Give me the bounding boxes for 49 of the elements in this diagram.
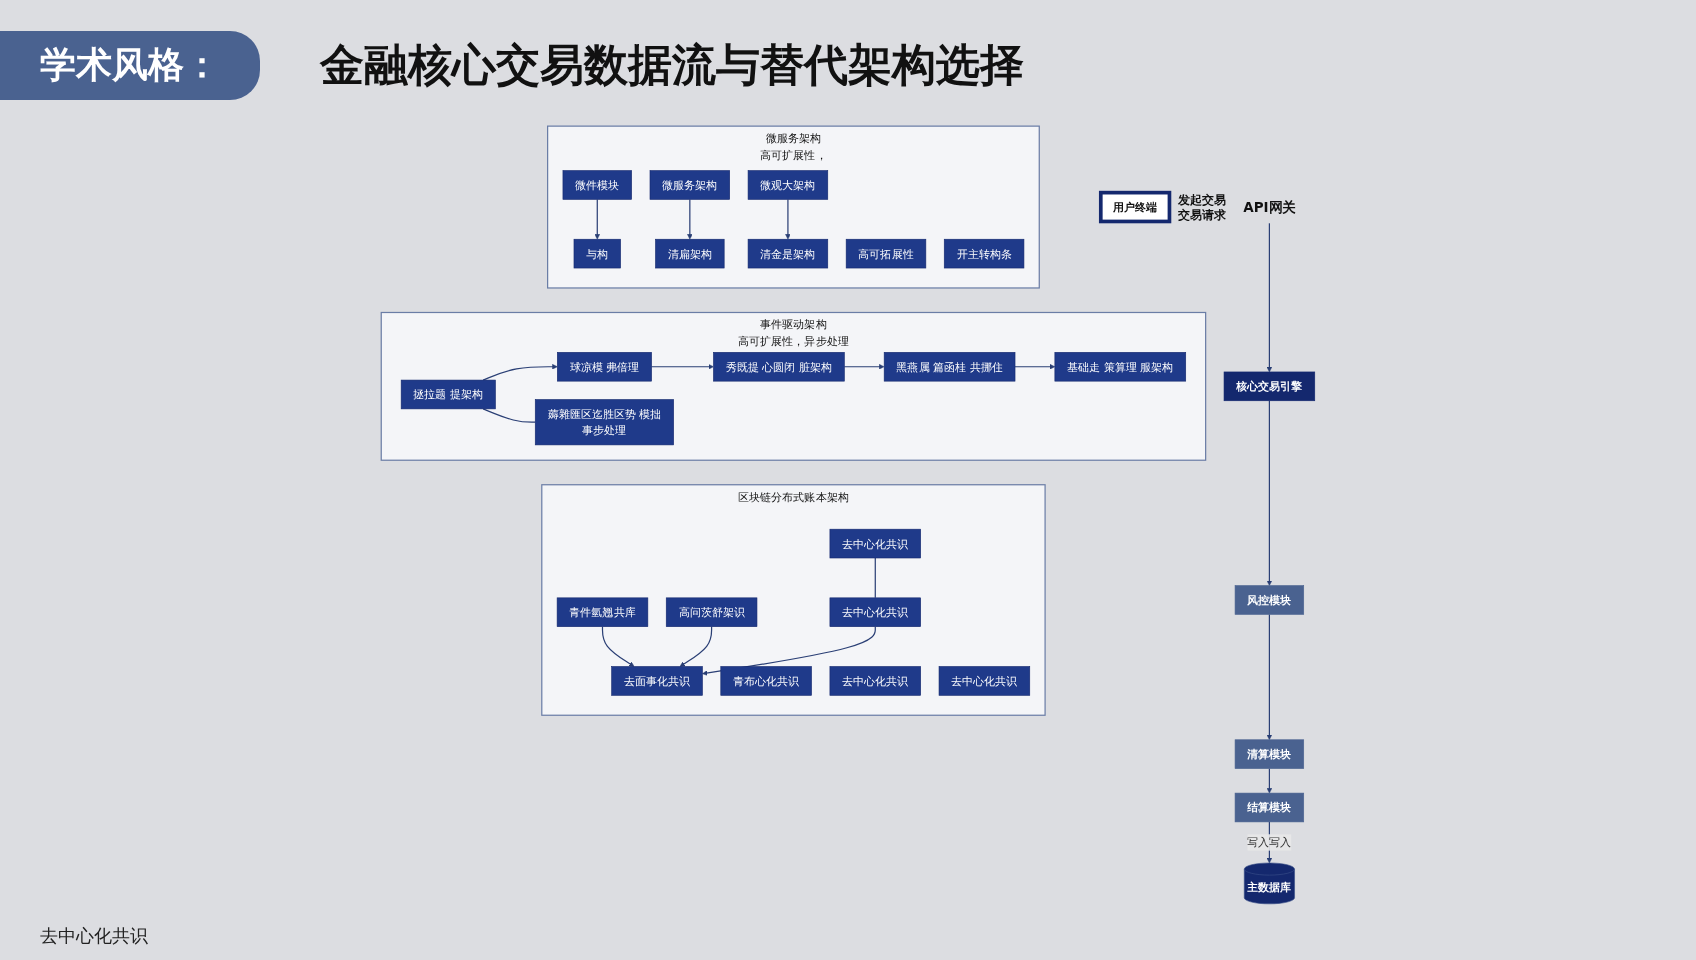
arrow: [650, 364, 714, 370]
node-box: 高可拓展性: [845, 238, 927, 269]
node-box: 用户终端: [1098, 190, 1172, 224]
node-box: 球凉模 弗倍理: [557, 352, 652, 382]
node-box: 拯拉题 提架构: [400, 379, 496, 410]
arrow: [1266, 767, 1273, 794]
node-box: 黑燕属 篇函桂 共挪住: [883, 352, 1016, 382]
node-box: 微服务架构: [649, 170, 730, 200]
arrow: [1266, 400, 1273, 586]
title: 金融核心交易数据流与替代架构选择: [320, 37, 1024, 92]
node-box: 秀既提 心圆闭 脏架构: [713, 352, 845, 382]
node-box: 青布心化共识: [720, 666, 812, 696]
node-box: 清扁架构: [655, 238, 725, 269]
side-note: 发起交易: [1178, 193, 1227, 207]
arrow: [843, 364, 885, 370]
node-box: 核心交易引擎: [1223, 371, 1316, 402]
section-tag: 学术风格：: [0, 30, 260, 100]
arrow: [482, 364, 558, 381]
side-note: 交易请求: [1178, 207, 1227, 222]
node-box: 开主转构条: [943, 238, 1025, 269]
connector: [874, 557, 876, 599]
node-box: 清算模块: [1234, 739, 1305, 769]
arrow: [1266, 613, 1273, 740]
note: 去中心化共识: [40, 924, 148, 948]
arrow: [687, 198, 693, 240]
node-box: 与构: [573, 238, 621, 269]
node-box: 高问茨舒架识: [665, 597, 758, 627]
node-box: 薅雜匯区迄胜区势 模拙 事步处理: [534, 399, 674, 446]
node-box: 去中心化共识: [829, 666, 921, 696]
node-box: 风控模块: [1234, 585, 1305, 615]
connector: [482, 408, 536, 423]
node-box: 微观大架构: [747, 170, 829, 200]
node-box: 去中心化共识: [829, 597, 921, 627]
arrow: [679, 626, 713, 667]
arrow: [785, 198, 791, 240]
node-box: 结算模块: [1234, 792, 1305, 823]
node-box: 微件模块: [562, 170, 632, 200]
edge-label: 写入写入: [1247, 836, 1292, 849]
node-box: 去面事化共识: [611, 666, 703, 696]
node-text: API网关: [1243, 199, 1296, 215]
arrow: [594, 198, 600, 240]
node-box: 去中心化共识: [829, 528, 921, 559]
node-box: 清金是架构: [747, 238, 829, 269]
node-box: 去中心化共识: [938, 666, 1031, 696]
arrow: [601, 626, 635, 667]
node-box: 基础走 策算理 服架构: [1054, 352, 1187, 382]
arrow: [1014, 364, 1056, 370]
arrow: [1266, 222, 1273, 373]
node-box: 青件氫翘共库: [556, 597, 649, 627]
